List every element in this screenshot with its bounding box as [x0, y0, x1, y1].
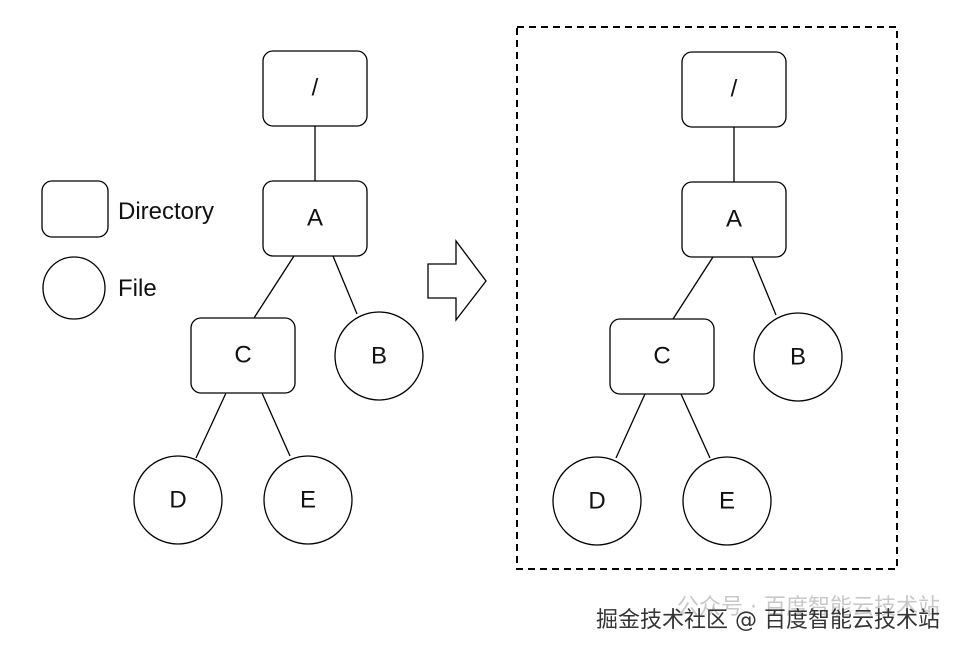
left-tree: / A C B D E [133, 50, 424, 545]
directory-root-node [262, 50, 368, 127]
directory-c-label: C [653, 342, 670, 369]
file-d-node [552, 456, 642, 546]
file-e-label: E [300, 486, 316, 513]
directory-c-node [609, 318, 715, 395]
legend: Directory File [41, 180, 214, 320]
edge-c-e [261, 392, 291, 457]
directory-a-label: A [307, 204, 323, 231]
selection-dashed-box [516, 26, 898, 570]
watermark-ghost-text: 公众号 · 百度智能云技术站 [677, 595, 940, 620]
legend-file-label: File [118, 275, 157, 302]
file-d-node [133, 455, 223, 545]
directory-root-node [681, 51, 787, 128]
file-b-label: B [790, 343, 806, 370]
directory-c-node [190, 317, 296, 394]
file-d-label: D [169, 486, 186, 513]
file-b-node [753, 312, 843, 402]
watermark: 公众号 · 百度智能云技术站 掘金技术社区 @ 百度智能云技术站 [596, 595, 940, 633]
right-tree: / A C B D E [552, 51, 843, 546]
directory-a-node [681, 181, 787, 258]
edge-c-d [195, 392, 227, 459]
directory-root-label: / [731, 75, 738, 102]
file-d-label: D [588, 487, 605, 514]
directory-root-label: / [312, 74, 319, 101]
transform-arrow-icon [427, 239, 487, 322]
edge-a-c [672, 256, 714, 320]
edge-c-e [680, 393, 711, 459]
directory-a-node [262, 180, 368, 257]
file-b-node [334, 311, 424, 401]
file-e-label: E [719, 487, 735, 514]
edge-c-d [615, 393, 646, 459]
file-e-node [263, 455, 353, 545]
file-b-label: B [371, 342, 387, 369]
edge-a-b [332, 255, 358, 315]
edge-a-b [751, 256, 777, 316]
edge-a-c [253, 255, 295, 319]
watermark-main-text: 掘金技术社区 @ 百度智能云技术站 [596, 608, 940, 633]
directory-a-label: A [726, 205, 742, 232]
legend-directory-icon [41, 180, 109, 238]
legend-directory-label: Directory [118, 198, 214, 225]
legend-file-icon [42, 256, 106, 320]
file-e-node [682, 456, 772, 546]
directory-c-label: C [234, 341, 251, 368]
